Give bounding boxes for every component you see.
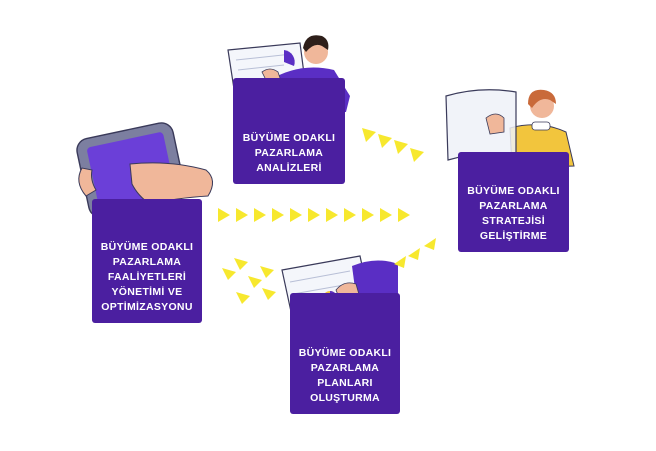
planning-sleeve (352, 260, 398, 303)
strategy-person-collar (531, 121, 551, 131)
management-illustration (76, 122, 213, 218)
analysis-person-hair (303, 35, 329, 52)
chevron-arrow-icon (362, 128, 376, 142)
analysis-paper-line (235, 53, 293, 61)
management-hand (129, 162, 213, 205)
chevron-arrow-icon (260, 266, 274, 278)
chevron-arrow-icon (222, 268, 236, 280)
step-card-line: PAZARLAMA (479, 200, 548, 212)
step-card-management: BÜYÜME ODAKLI PAZARLAMA FAALİYETLERİ YÖN… (92, 199, 202, 323)
management-thumb (78, 167, 97, 197)
chevron-arrow-icon (308, 208, 320, 222)
step-card-line: BÜYÜME ODAKLI (242, 132, 336, 144)
arrow-row-strategy-to-planning (394, 238, 436, 268)
step-card-planning: BÜYÜME ODAKLI PAZARLAMA PLANLARI OLUŞTUR… (290, 293, 400, 414)
step-card-line: YÖNETİMİ VE (111, 286, 183, 298)
chevron-arrow-icon (236, 208, 248, 222)
step-card-text: BÜYÜME ODAKLI PAZARLAMA FAALİYETLERİ YÖN… (92, 240, 202, 323)
chevron-arrow-icon (408, 248, 420, 260)
step-card-line: BÜYÜME ODAKLI (298, 347, 392, 359)
analysis-paper-line (237, 64, 285, 71)
chevron-arrow-icon (398, 208, 410, 222)
chevron-arrow-icon (378, 134, 392, 148)
step-card-analysis: BÜYÜME ODAKLI PAZARLAMA ANALİZLERİ (233, 78, 345, 184)
step-card-strategy: BÜYÜME ODAKLI PAZARLAMA STRATEJİSİ GELİŞ… (458, 152, 569, 252)
step-card-line: PAZARLAMA (310, 362, 380, 374)
step-card-line: OLUŞTURMA (310, 392, 380, 404)
step-card-line: BÜYÜME ODAKLI (467, 185, 560, 197)
chevron-arrow-icon (424, 238, 436, 250)
chevron-arrow-icon (380, 208, 392, 222)
chevron-arrow-icon (344, 208, 356, 222)
chevron-arrow-icon (394, 256, 406, 268)
strategy-person-hand (485, 113, 505, 135)
chevron-arrow-icon (218, 208, 230, 222)
chevron-arrow-icon (236, 292, 250, 304)
strategy-transparent-sheet (445, 89, 517, 161)
planning-report-line (292, 284, 345, 295)
step-card-line: PAZARLAMA (254, 147, 324, 159)
chevron-arrow-icon (262, 288, 276, 300)
step-card-text: BÜYÜME ODAKLI PAZARLAMA STRATEJİSİ GELİŞ… (458, 184, 569, 252)
step-card-line: OPTİMİZASYONU (101, 301, 193, 313)
step-card-line: PLANLARI (317, 377, 373, 389)
planning-report-line (289, 270, 351, 283)
step-card-text: BÜYÜME ODAKLI PAZARLAMA ANALİZLERİ (233, 131, 345, 184)
chevron-arrow-icon (254, 208, 266, 222)
chevron-arrow-icon (234, 258, 248, 270)
strategy-person-hair (528, 89, 556, 108)
chevron-arrow-icon (394, 140, 408, 154)
chevron-arrow-icon (248, 276, 262, 288)
chevron-arrow-icon (410, 148, 424, 162)
arrow-row-planning-to-management (222, 258, 276, 304)
chevron-arrow-icon (362, 208, 374, 222)
step-card-line: STRATEJİSİ (482, 215, 545, 227)
step-card-line: ANALİZLERİ (256, 162, 322, 174)
step-card-line: PAZARLAMA (112, 256, 182, 268)
arrow-row-management-to-strategy (218, 208, 410, 222)
analysis-pie-chart (284, 50, 295, 66)
chevron-arrow-icon (326, 208, 338, 222)
step-card-line: GELİŞTİRME (479, 230, 548, 242)
arrow-row-analysis-to-strategy (362, 128, 424, 162)
chevron-arrow-icon (290, 208, 302, 222)
step-card-line: FAALİYETLERİ (107, 271, 187, 283)
chevron-arrow-icon (272, 208, 284, 222)
step-card-text: BÜYÜME ODAKLI PAZARLAMA PLANLARI OLUŞTUR… (290, 346, 400, 414)
step-card-line: BÜYÜME ODAKLI (100, 241, 194, 253)
